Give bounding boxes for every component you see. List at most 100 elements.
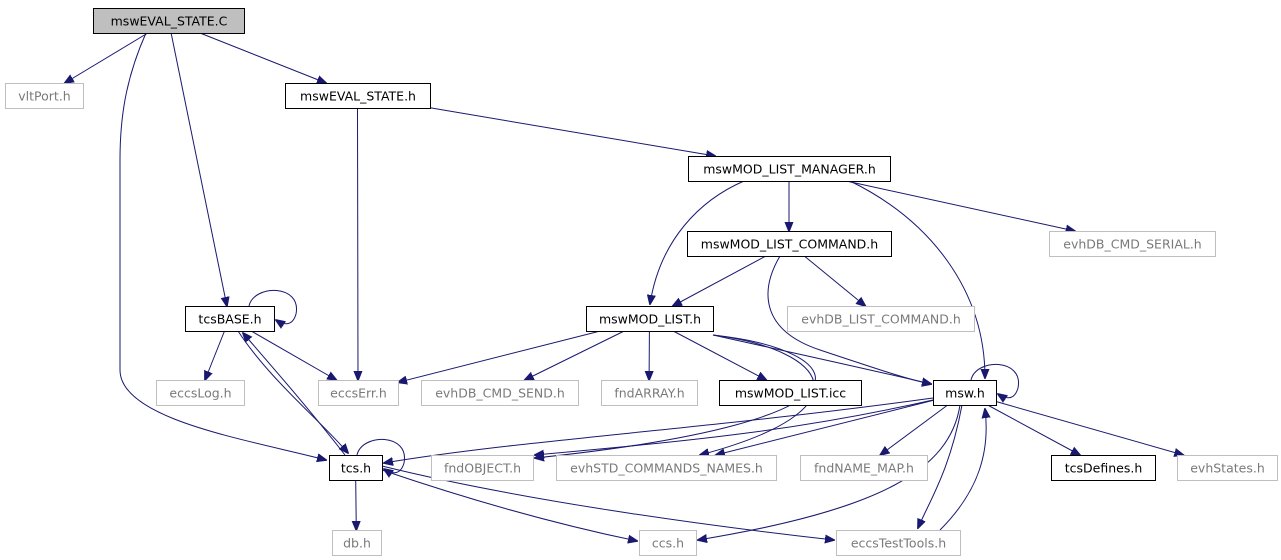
node-label-vltport: vltPort.h bbox=[18, 89, 70, 104]
node-label-msweval_h: mswEVAL_STATE.h bbox=[300, 89, 416, 104]
node-label-db: db.h bbox=[343, 536, 371, 551]
node-box-vltport bbox=[5, 83, 84, 109]
node-label-eccserr: eccsErr.h bbox=[330, 386, 387, 401]
node-label-mswmodlistcmd: mswMOD_LIST_COMMAND.h bbox=[701, 237, 878, 252]
node-label-eccslog: eccsLog.h bbox=[169, 386, 231, 401]
node-mswmodlistmgr[interactable]: mswMOD_LIST_MANAGER.h bbox=[688, 156, 891, 182]
edge-mswmodlist-to-evhdbcmdsend bbox=[525, 330, 625, 380]
node-box-mswmodlist bbox=[586, 306, 714, 332]
node-eccslog: eccsLog.h bbox=[156, 380, 245, 406]
node-box-evhstdcmdnames bbox=[556, 455, 777, 481]
edge-tcs-to-tcsbase bbox=[243, 333, 346, 456]
node-fndnamemap: fndNAME_MAP.h bbox=[800, 455, 928, 481]
edge-eccstesttools-to-msw bbox=[939, 409, 986, 531]
node-label-msw: msw.h bbox=[945, 386, 985, 401]
node-label-evhstates: evhStates.h bbox=[1190, 461, 1265, 476]
node-label-ccs: ccs.h bbox=[652, 536, 684, 551]
node-box-evhdblistcmd bbox=[787, 306, 975, 332]
node-box-mswmodlistmgr bbox=[688, 156, 891, 182]
node-box-fndarray bbox=[601, 380, 698, 406]
edge-msw-to-evhstates bbox=[995, 401, 1183, 456]
node-mswmodlist[interactable]: mswMOD_LIST.h bbox=[586, 306, 714, 332]
edge-mswmodlistmgr-to-mswmodlist bbox=[650, 180, 745, 304]
node-box-msw bbox=[933, 380, 997, 406]
node-label-mswmodlisticc: mswMOD_LIST.icc bbox=[735, 386, 846, 401]
edge-mswmodlistmgr-to-evhdbcmdserial bbox=[846, 180, 1075, 231]
edge-tcsbase-to-eccslog bbox=[205, 330, 225, 380]
node-box-tcs bbox=[329, 455, 383, 481]
node-evhstates: evhStates.h bbox=[1177, 455, 1278, 481]
node-label-fndobject: fndOBJECT.h bbox=[444, 461, 521, 476]
node-evhdbcmdsend: evhDB_CMD_SEND.h bbox=[421, 380, 579, 406]
edge-msweval_c-to-tcs bbox=[119, 32, 326, 460]
node-box-fndobject bbox=[431, 455, 534, 481]
edge-msw-to-eccstesttools bbox=[918, 404, 963, 528]
node-label-tcs: tcs.h bbox=[341, 461, 371, 476]
node-label-evhdblistcmd: evhDB_LIST_COMMAND.h bbox=[801, 312, 961, 327]
node-box-db bbox=[332, 530, 382, 556]
edge-tcs-to-db bbox=[356, 479, 357, 530]
edge-mswmodlistcmd-to-mswmodlist bbox=[673, 255, 767, 306]
node-eccstesttools: eccsTestTools.h bbox=[836, 530, 961, 556]
node-evhdblistcmd: evhDB_LIST_COMMAND.h bbox=[787, 306, 975, 332]
edge-mswmodlist-to-mswmodlisticc bbox=[672, 330, 766, 380]
edge-tcsbase-to-eccserr bbox=[250, 330, 336, 380]
edge-msw-to-tcsdefines bbox=[987, 404, 1080, 455]
node-label-fndnamemap: fndNAME_MAP.h bbox=[814, 461, 914, 476]
node-ccs: ccs.h bbox=[639, 530, 697, 556]
node-box-ccs bbox=[639, 530, 697, 556]
edge-mswmodlist-to-eccserr bbox=[398, 330, 601, 382]
node-box-eccserr bbox=[318, 380, 399, 406]
edge-tcsbase-to-tcs bbox=[237, 330, 348, 453]
node-box-tcsdefines bbox=[1051, 455, 1156, 481]
edge-msw-to-ccs bbox=[698, 404, 961, 540]
node-box-evhstates bbox=[1177, 455, 1278, 481]
node-tcsdefines[interactable]: tcsDefines.h bbox=[1051, 455, 1156, 481]
node-box-fndnamemap bbox=[800, 455, 928, 481]
node-tcs[interactable]: tcs.h bbox=[329, 455, 383, 481]
node-box-eccslog bbox=[156, 380, 245, 406]
edge-tcsbase-to-tcsbase bbox=[248, 289, 297, 323]
node-vltport: vltPort.h bbox=[5, 83, 84, 109]
node-box-tcsbase bbox=[185, 306, 275, 332]
nodes-layer: mswEVAL_STATE.C vltPort.h mswEVAL_STATE.hm… bbox=[5, 8, 1278, 556]
edge-tcs-to-tcs bbox=[356, 438, 405, 472]
edge-mswmodlist-to-msw bbox=[712, 334, 931, 384]
node-tcsbase[interactable]: tcsBASE.h bbox=[185, 306, 275, 332]
edge-msw-to-tcs bbox=[384, 397, 934, 463]
node-label-evhdbcmdserial: evhDB_CMD_SERIAL.h bbox=[1063, 237, 1201, 252]
node-box-evhdbcmdsend bbox=[421, 380, 579, 406]
node-db: db.h bbox=[332, 530, 382, 556]
node-label-tcsdefines: tcsDefines.h bbox=[1065, 461, 1143, 476]
node-label-tcsbase: tcsBASE.h bbox=[198, 312, 261, 327]
edge-msweval_c-to-tcsbase bbox=[170, 32, 227, 306]
node-mswmodlisticc[interactable]: mswMOD_LIST.icc bbox=[719, 380, 862, 406]
node-box-msweval_h bbox=[285, 83, 431, 109]
node-box-mswmodlistcmd bbox=[687, 231, 892, 257]
node-eccserr: eccsErr.h bbox=[318, 380, 399, 406]
edge-msweval_h-to-mswmodlistmgr bbox=[429, 107, 715, 156]
edge-msw-to-fndobject bbox=[535, 399, 934, 455]
node-label-fndarray: fndARRAY.h bbox=[614, 386, 684, 401]
edge-msweval_c-to-msweval_h bbox=[199, 32, 326, 83]
node-fndarray: fndARRAY.h bbox=[601, 380, 698, 406]
node-box-mswmodlisticc bbox=[719, 380, 862, 406]
node-label-msweval_c: mswEVAL_STATE.C bbox=[111, 14, 228, 29]
node-label-eccstesttools: eccsTestTools.h bbox=[851, 536, 946, 551]
node-box-evhdbcmdserial bbox=[1049, 231, 1216, 257]
node-msweval_c[interactable]: mswEVAL_STATE.C bbox=[93, 8, 245, 34]
edge-tcs-to-ccs bbox=[381, 469, 637, 541]
node-msw[interactable]: msw.h bbox=[933, 380, 997, 406]
node-box-eccstesttools bbox=[836, 530, 961, 556]
edge-mswmodlistmgr-to-msw bbox=[849, 180, 985, 378]
node-evhstdcmdnames: evhSTD_COMMANDS_NAMES.h bbox=[556, 455, 777, 481]
edge-msw-to-msw bbox=[970, 363, 1019, 397]
node-label-evhdbcmdsend: evhDB_CMD_SEND.h bbox=[435, 386, 565, 401]
edge-mswmodlistcmd-to-evhdblistcmd bbox=[803, 255, 865, 306]
node-box-msweval_c bbox=[93, 8, 245, 34]
node-mswmodlistcmd[interactable]: mswMOD_LIST_COMMAND.h bbox=[687, 231, 892, 257]
edge-msweval_c-to-vltport bbox=[65, 32, 149, 83]
node-msweval_h[interactable]: mswEVAL_STATE.h bbox=[285, 83, 431, 109]
node-label-mswmodlistmgr: mswMOD_LIST_MANAGER.h bbox=[703, 162, 876, 177]
edge-msweval_h-to-eccserr bbox=[358, 107, 359, 380]
